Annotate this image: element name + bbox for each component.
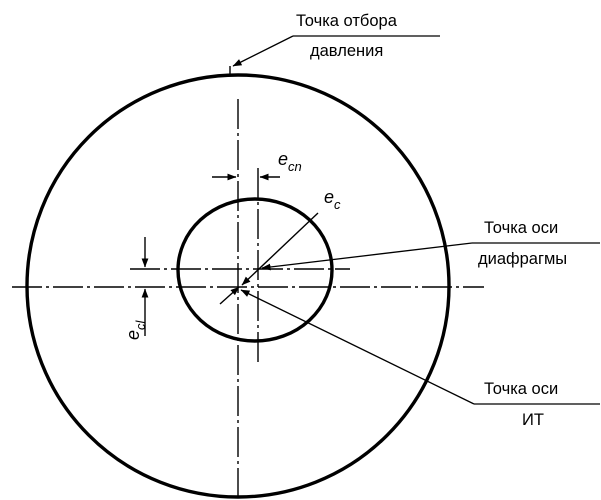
ecl-symbol: ecl <box>123 319 148 340</box>
ec-leader <box>241 212 319 286</box>
diaphragm-label-line1: Точка оси <box>484 219 558 237</box>
diaphragm-point-leader <box>261 242 473 271</box>
pipe-point-leader <box>240 289 475 405</box>
pressure-tap-label-line1: Точка отбора <box>296 12 398 30</box>
ec-arrow-lower <box>219 286 240 305</box>
diaphragm-circle <box>176 197 334 343</box>
pressure-tap-label-line2: давления <box>310 42 383 60</box>
ecn-symbol: ecn <box>278 149 302 174</box>
pressure-tap-leader <box>232 35 294 67</box>
ec-symbol: ec <box>324 187 341 212</box>
diaphragm-label-line2: диафрагмы <box>478 250 567 268</box>
pipe-label-line1: Точка оси <box>484 380 558 398</box>
pipe-label-line2: ИТ <box>522 411 544 429</box>
